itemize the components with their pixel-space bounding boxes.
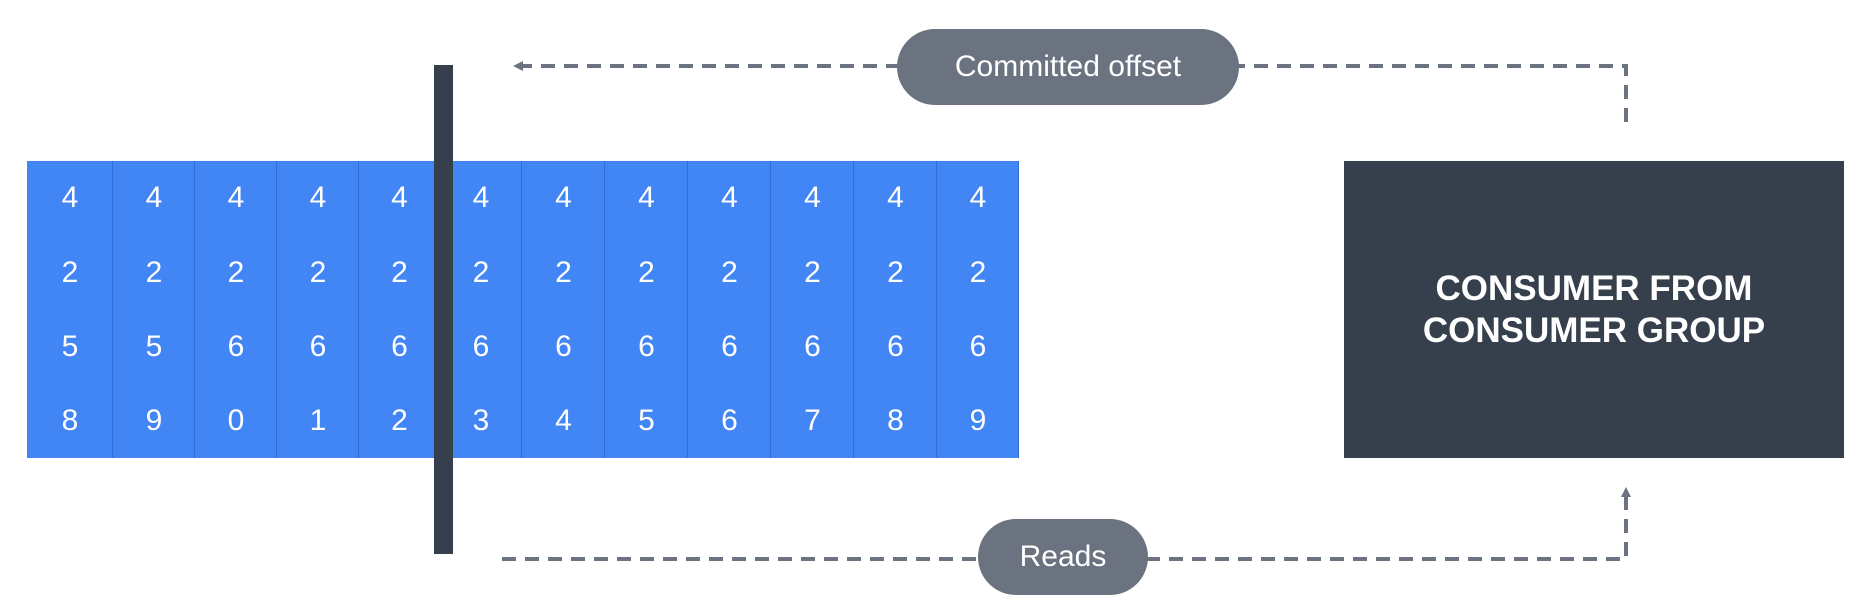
log-digit: 7 <box>804 404 821 437</box>
reads-arrow <box>502 487 1631 561</box>
log-digit: 8 <box>61 404 79 437</box>
log-digit: 6 <box>804 330 821 363</box>
log-digit: 4 <box>472 181 490 214</box>
log-digit: 2 <box>309 256 327 289</box>
log-digit: 2 <box>887 256 904 289</box>
log-digit: 4 <box>887 181 904 214</box>
log-digit: 8 <box>887 404 904 437</box>
log-digit: 2 <box>472 256 490 289</box>
log-digit: 2 <box>391 256 408 289</box>
log-digit: 5 <box>61 330 79 363</box>
log-digit: 5 <box>145 330 163 363</box>
log-column <box>605 161 688 458</box>
consumer-label: CONSUMER FROM CONSUMER GROUP <box>1422 268 1766 350</box>
log-digit: 6 <box>555 330 572 363</box>
log-column <box>277 161 359 458</box>
log-digit: 4 <box>227 181 245 214</box>
log-digit: 2 <box>145 256 163 289</box>
log-digit: 6 <box>309 330 327 363</box>
log-column <box>937 161 1019 458</box>
log-column <box>522 161 605 458</box>
log-digit: 6 <box>472 330 490 363</box>
log-digit: 4 <box>555 404 572 437</box>
committed-offset-label: Committed offset <box>897 29 1239 105</box>
log-digit: 6 <box>721 404 738 437</box>
log-digit: 4 <box>638 181 655 214</box>
log-column <box>771 161 854 458</box>
log-digit: 4 <box>721 181 738 214</box>
log-digit: 6 <box>227 330 245 363</box>
log-digit: 2 <box>61 256 79 289</box>
log-digit: 2 <box>969 256 987 289</box>
log-digit: 4 <box>804 181 821 214</box>
log-digit: 2 <box>227 256 245 289</box>
log-digit: 1 <box>309 404 327 437</box>
log-digit: 4 <box>145 181 163 214</box>
log-digit: 6 <box>638 330 655 363</box>
log-digit: 9 <box>145 404 163 437</box>
committed-offset-arrow <box>513 61 1628 122</box>
committed-offset-text: Committed offset <box>954 50 1182 83</box>
log-column <box>27 161 113 458</box>
log-column <box>113 161 195 458</box>
log-column <box>688 161 771 458</box>
log-digit: 5 <box>638 404 655 437</box>
reads-text: Reads <box>1019 540 1107 573</box>
log-digit: 0 <box>227 404 245 437</box>
log-digit: 2 <box>391 404 408 437</box>
log-column <box>195 161 277 458</box>
log-digit: 2 <box>555 256 572 289</box>
log-digit: 6 <box>969 330 987 363</box>
reads-label: Reads <box>978 519 1148 595</box>
log-digit: 4 <box>391 181 408 214</box>
log-digit: 2 <box>721 256 738 289</box>
log-digit: 3 <box>472 404 490 437</box>
log-digit: 2 <box>638 256 655 289</box>
log-digit: 4 <box>61 181 79 214</box>
log-digit: 4 <box>969 181 987 214</box>
log-column <box>440 161 522 458</box>
log-column <box>854 161 937 458</box>
log-digit: 6 <box>721 330 738 363</box>
committed-offset-marker <box>434 65 453 554</box>
log-digit: 9 <box>969 404 987 437</box>
consumer-box: CONSUMER FROM CONSUMER GROUP <box>1344 161 1844 458</box>
log-digit: 4 <box>555 181 572 214</box>
log-digit: 6 <box>391 330 408 363</box>
log-digit: 2 <box>804 256 821 289</box>
log-digit: 4 <box>309 181 327 214</box>
log-digit: 6 <box>887 330 904 363</box>
